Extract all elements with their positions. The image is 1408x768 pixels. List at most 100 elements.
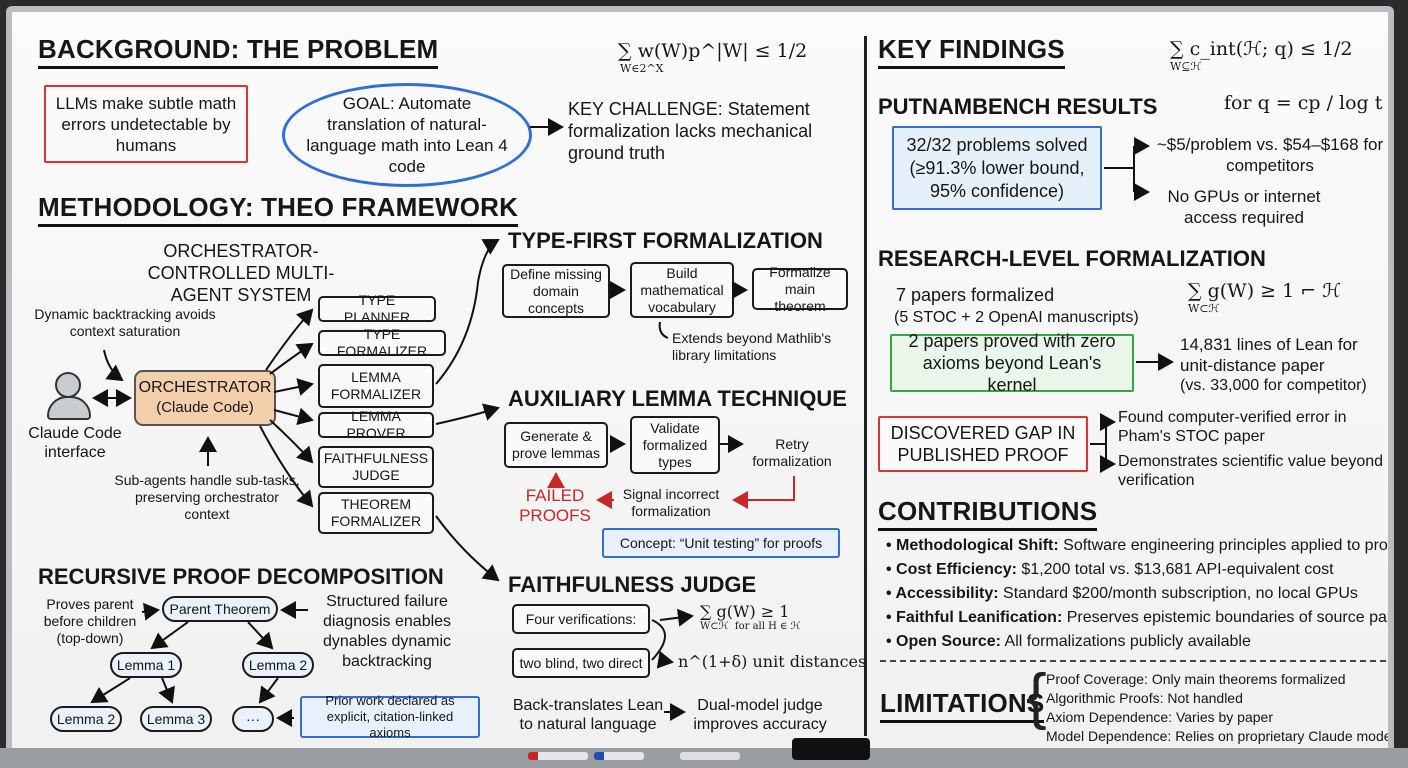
formula-cond-text: for all H ∈ ℋ (734, 621, 801, 632)
blind-label: two blind, two direct (519, 654, 643, 671)
goal-text: GOAL: Automate translation of natural-la… (306, 94, 508, 176)
prior-label: Prior work declared as explicit, citatio… (325, 693, 455, 740)
problem-box: LLMs make subtle math errors undetectabl… (44, 85, 248, 163)
step-define-concepts: Define missing domain concepts (502, 264, 610, 318)
putnam-title: PUTNAMBENCH RESULTS (878, 94, 1158, 119)
lemma2b-node: Lemma 2 (50, 706, 122, 732)
agent-label: THEOREM FORMALIZER (330, 496, 422, 529)
recursive-title: RECURSIVE PROOF DECOMPOSITION (38, 564, 444, 589)
blue-marker[interactable] (594, 752, 644, 760)
contribution-item: Open Source: All formalizations publicly… (886, 630, 1388, 654)
background-formula: ∑ w(W)p^|W| ≤ 1/2 W∈2^X (618, 40, 807, 75)
user-label: Claude Code interface (28, 425, 122, 461)
putnam-box: 32/32 problems solved (≥91.3% lower boun… (892, 126, 1102, 210)
prior-work-box: Prior work declared as explicit, citatio… (300, 693, 480, 740)
concept-label: Concept: “Unit testing” for proofs (619, 534, 823, 551)
formula-subscript: W∈2^X (620, 62, 664, 75)
eraser[interactable] (792, 738, 870, 760)
parent-theorem-node: Parent Theorem (162, 596, 278, 622)
agent-lemma-prover: LEMMA PROVER (318, 408, 434, 441)
ellipsis-node: ··· (232, 706, 274, 732)
generate-lemmas-box: Generate & prove lemmas (504, 422, 608, 468)
white-marker[interactable] (680, 752, 740, 760)
gap-label: DISCOVERED GAP IN PUBLISHED PROOF (890, 423, 1076, 465)
contribution-item: Faithful Leanification: Preserves episte… (886, 606, 1394, 630)
formula-sub-text: W⊂ℋ (700, 621, 729, 632)
formula-text: ∑ w(W)p^|W| ≤ 1/2 (618, 40, 808, 62)
background-title: BACKGROUND: THE PROBLEM (38, 34, 439, 69)
contributions-list: Methodological Shift: Software engineeri… (886, 534, 1394, 654)
findings-title: KEY FINDINGS (878, 34, 1065, 69)
agent-label: TYPE FORMALIZER (336, 326, 428, 359)
lines-detail-text: (vs. 33,000 for competitor) (1180, 377, 1367, 394)
contributions-title: CONTRIBUTIONS (878, 496, 1098, 531)
formula-text: ∑ g(W) ≥ 1 (700, 602, 790, 621)
found-text: Found computer-verified error in Pham's … (1118, 409, 1347, 445)
papers-detail-text: (5 STOC + 2 OpenAI manuscripts) (894, 309, 1139, 326)
node-label: Lemma 2 (56, 711, 116, 727)
lemma2-node: Lemma 2 (242, 652, 314, 678)
aux-lemma-title: AUXILIARY LEMMA TECHNIQUE (508, 386, 847, 411)
research-title: RESEARCH-LEVEL FORMALIZATION (878, 246, 1266, 271)
step-label: Formalize main theorem (769, 263, 831, 314)
orchestrator-sub: (Claude Code) (156, 399, 254, 416)
blind-direct-box: two blind, two direct (512, 648, 650, 678)
lines-text: 14,831 lines of Lean for unit-distance p… (1180, 335, 1358, 375)
nogpu-text: No GPUs or internet access required (1167, 187, 1321, 227)
limitation-item: Axiom Dependence: Varies by paper (1046, 709, 1273, 725)
limitation-item: Algorithmic Proofs: Not handled (1046, 690, 1243, 706)
parent-note: Proves parent before children (top-down) (43, 596, 137, 646)
limitation-item: Model Dependence: Relies on proprietary … (1046, 728, 1394, 744)
cost-text: ~$5/problem vs. $54–$168 for competitors (1156, 135, 1384, 175)
failed-proofs-text: FAILED PROOFS (519, 486, 591, 525)
node-label: Lemma 2 (248, 657, 308, 673)
faithfulness-formula: ∑ g(W) ≥ 1 W⊂ℋ for all H ∈ ℋ (700, 602, 801, 632)
node-label: Parent Theorem (169, 601, 271, 617)
step-label: Define missing domain concepts (510, 265, 602, 316)
backtracking-note: Dynamic backtracking avoids context satu… (34, 306, 216, 339)
mathlib-note: Extends beyond Mathlib's library limitat… (672, 330, 832, 363)
formula-text: ∑ c_int(ℋ; q) ≤ 1/2 (1170, 38, 1353, 60)
contribution-text: Preserves epistemic boundaries of source… (1062, 609, 1394, 626)
agent-type-planner: TYPE PLANNER (318, 292, 436, 325)
papers-text: 7 papers formalized (896, 285, 1055, 305)
connector-arrows (90, 118, 1174, 727)
agent-lemma-formalizer: LEMMA FORMALIZER (318, 364, 434, 408)
contribution-label: Faithful Leanification: (896, 609, 1063, 626)
agent-faithfulness-judge: FAITHFULNESS JUDGE (318, 446, 434, 488)
findings-formula: ∑ c_int(ℋ; q) ≤ 1/2 W⊆ℋ (1170, 38, 1352, 73)
whiteboard: BACKGROUND: THE PROBLEM ∑ w(W)p^|W| ≤ 1/… (6, 6, 1394, 754)
dual-judge-text: Dual-model judge improves accuracy (693, 697, 827, 733)
contribution-label: Open Source: (896, 633, 1001, 650)
zero-axioms-box: 2 papers proved with zero axioms beyond … (890, 331, 1134, 395)
node-label: ··· (246, 711, 260, 727)
research-formula: ∑ g(W) ≥ 1 ⌐ ℋ W⊂ℋ (1188, 280, 1341, 315)
zero-axioms-label: 2 papers proved with zero axioms beyond … (908, 331, 1116, 395)
back-translate-text: Back-translates Lean to natural language (512, 697, 664, 733)
limitations-brace: { (1026, 662, 1047, 731)
subagents-note: Sub-agents handle sub-tasks, preserving … (114, 472, 300, 522)
signal-text: Signal incorrect formalization (622, 486, 720, 519)
type-first-title: TYPE-FIRST FORMALIZATION (508, 228, 823, 253)
lemma3-node: Lemma 3 (140, 706, 212, 732)
contribution-item: Cost Efficiency: $1,200 total vs. $13,68… (886, 558, 1388, 582)
methodology-title: METHODOLOGY: THEO FRAMEWORK (38, 192, 519, 227)
contribution-text: Software engineering principles applied … (1058, 537, 1394, 554)
four-verifications-box: Four verifications: (512, 604, 650, 634)
retry-text: Retry formalization (752, 436, 832, 469)
red-marker[interactable] (528, 752, 588, 760)
contribution-label: Methodological Shift: (896, 537, 1059, 554)
contribution-text: Standard $200/month subscription, no loc… (998, 585, 1358, 602)
four-label: Four verifications: (525, 610, 637, 627)
lemma1-node: Lemma 1 (110, 652, 182, 678)
agent-label: LEMMA PROVER (346, 408, 406, 441)
formula-subscript: W⊆ℋ (1170, 60, 1202, 73)
column-divider (864, 36, 867, 736)
putnam-label: 32/32 problems solved (≥91.3% lower boun… (906, 134, 1088, 201)
formula-subscript: W⊂ℋ for all H ∈ ℋ (700, 621, 801, 632)
contribution-item: Accessibility: Standard $200/month subsc… (886, 582, 1388, 606)
agent-label: TYPE PLANNER (343, 292, 411, 325)
limitations-title: LIMITATIONS (880, 688, 1045, 723)
step-formalize-theorem: Formalize main theorem (752, 264, 848, 314)
goal-ellipse: GOAL: Automate translation of natural-la… (282, 83, 532, 187)
